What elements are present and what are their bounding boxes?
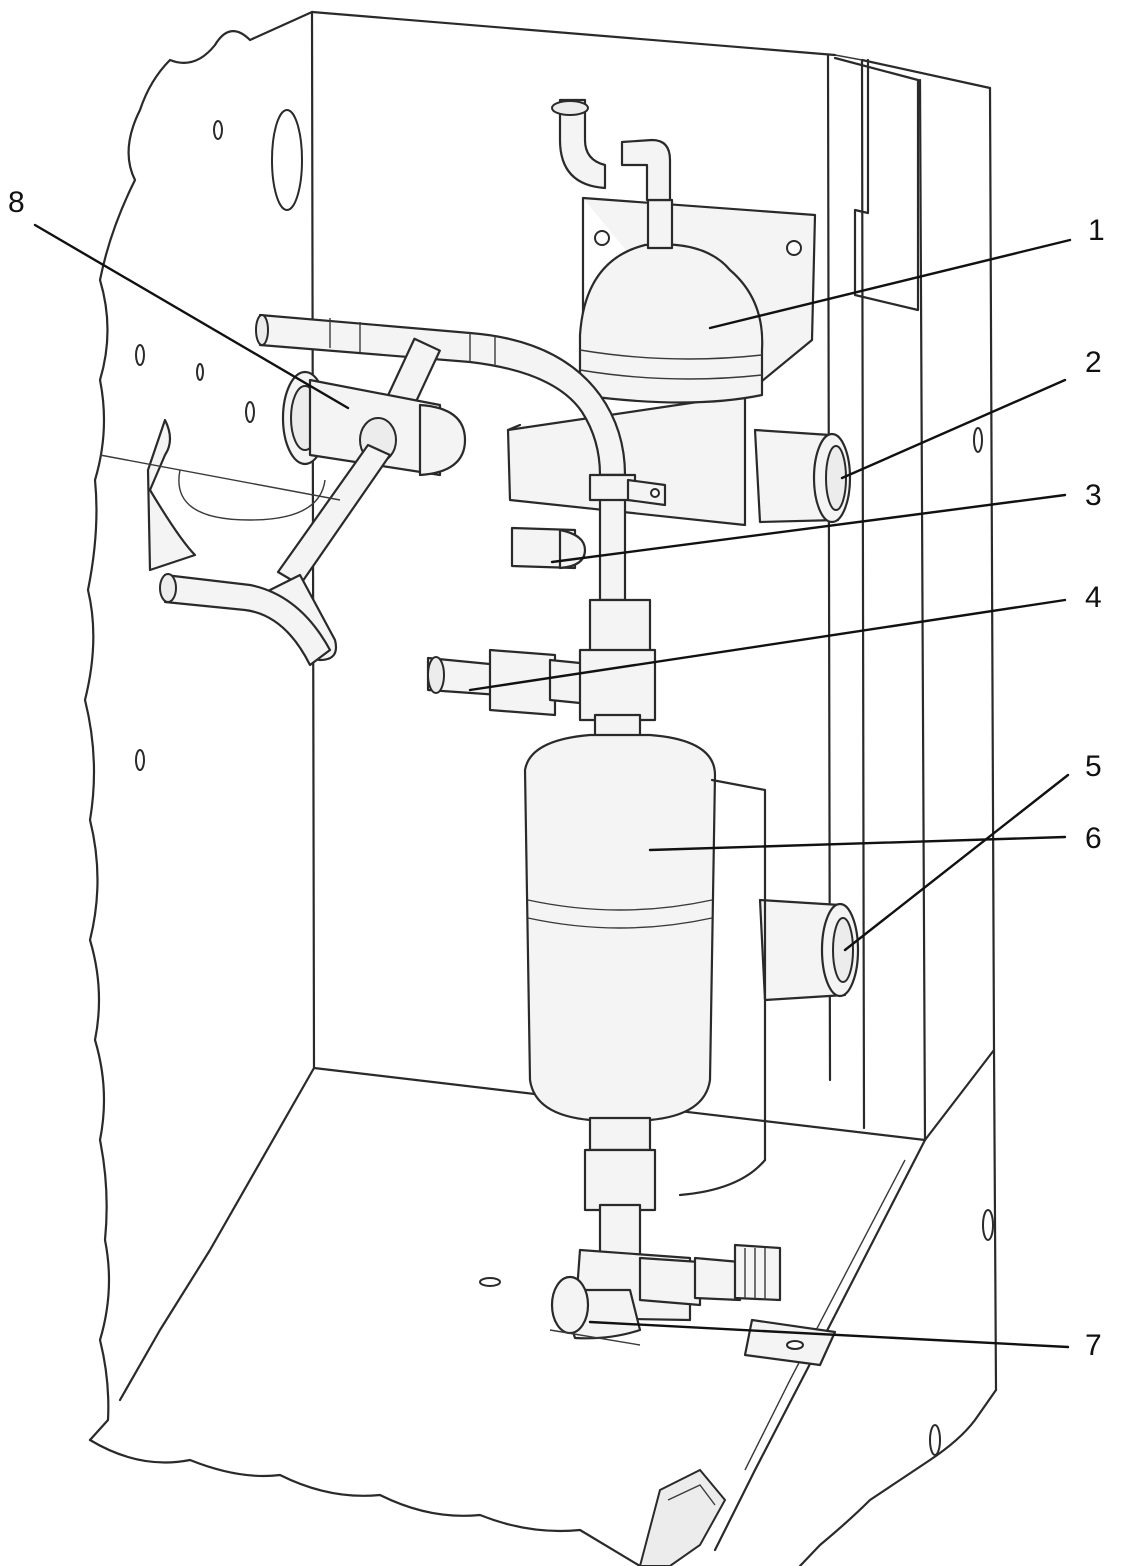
part-6-filter-drier bbox=[523, 733, 767, 1257]
callout-7: 7 bbox=[1085, 1329, 1102, 1362]
liquid-line-pipe bbox=[588, 473, 667, 602]
part-8-service-valve bbox=[99, 337, 467, 667]
part-4-service-port bbox=[426, 598, 657, 747]
callout-labels: 1 2 3 4 5 6 7 8 bbox=[8, 186, 1105, 1362]
leader-line-6 bbox=[648, 835, 1067, 852]
callout-6: 6 bbox=[1085, 822, 1102, 855]
callout-1: 1 bbox=[1088, 214, 1105, 247]
callout-5: 5 bbox=[1085, 750, 1102, 783]
leader-line-8 bbox=[33, 223, 350, 410]
leader-line-3 bbox=[550, 493, 1067, 564]
part-7-liquid-valve bbox=[549, 1243, 837, 1367]
cabinet-housing bbox=[83, 10, 998, 1566]
callout-4: 4 bbox=[1085, 581, 1102, 614]
leader-line-7 bbox=[588, 1320, 1070, 1349]
leader-line-1 bbox=[708, 238, 1072, 330]
part-2-plug bbox=[753, 428, 852, 524]
leader-line-5 bbox=[843, 773, 1070, 952]
part-1-accumulator bbox=[551, 98, 764, 404]
callout-3: 3 bbox=[1085, 479, 1102, 512]
leader-line-4 bbox=[468, 598, 1067, 692]
part-3-plug bbox=[510, 526, 587, 570]
part-5-plug bbox=[758, 898, 860, 1002]
leader-line-2 bbox=[840, 378, 1067, 480]
callout-8: 8 bbox=[8, 186, 25, 219]
callout-2: 2 bbox=[1085, 346, 1102, 379]
leader-lines bbox=[33, 223, 1072, 1349]
